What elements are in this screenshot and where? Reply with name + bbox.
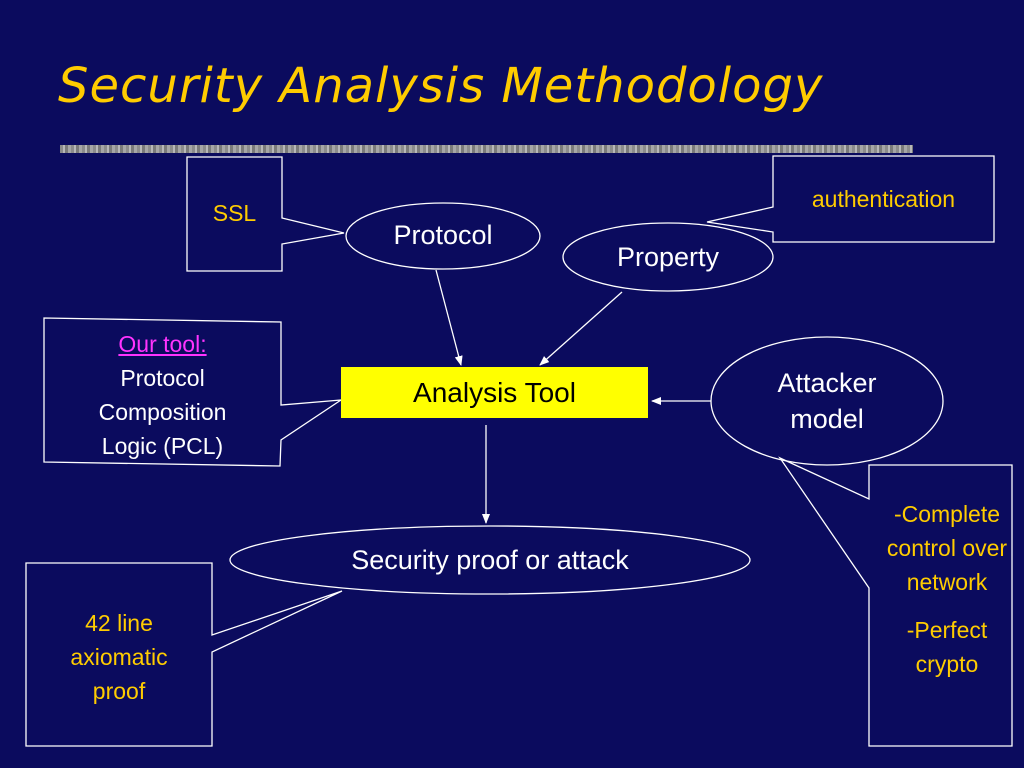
authentication-note-box <box>706 155 995 243</box>
our-tool-note: Our tool: Protocol Composition Logic (PC… <box>44 327 281 463</box>
protocol-to-tool-arrow <box>435 269 463 366</box>
attacker-node-label: Attacker model <box>777 368 877 434</box>
attacker-note-item-1: -Complete control over network <box>886 501 1008 595</box>
security-proof-node-label: Security proof or attack <box>351 545 629 575</box>
our-tool-note-box <box>43 317 342 467</box>
title-divider <box>60 145 913 153</box>
proof-note-text: 42 line axiomatic proof <box>70 610 168 704</box>
protocol-node-label: Protocol <box>393 220 493 250</box>
property-to-tool-arrow <box>539 291 623 366</box>
analysis-tool-node: Analysis Tool <box>341 367 648 418</box>
proof-note-box <box>25 562 343 747</box>
attacker-note-box <box>778 456 1013 747</box>
ssl-note-box <box>186 156 345 272</box>
property-node-label: Property <box>616 242 720 272</box>
our-tool-heading: Our tool: <box>118 331 207 357</box>
ssl-note-text: SSL <box>212 200 257 226</box>
authentication-note-text: authentication <box>811 186 956 212</box>
attacker-note: -Complete control over network -Perfect … <box>873 497 1021 681</box>
protocol-node-shape <box>345 202 541 270</box>
security-proof-node-shape <box>229 525 751 595</box>
property-node-shape <box>562 222 774 292</box>
slide-title: Security Analysis Methodology <box>58 58 824 114</box>
attacker-note-item-2: -Perfect crypto <box>906 617 988 677</box>
our-tool-body: Protocol Composition Logic (PCL) <box>98 365 227 459</box>
